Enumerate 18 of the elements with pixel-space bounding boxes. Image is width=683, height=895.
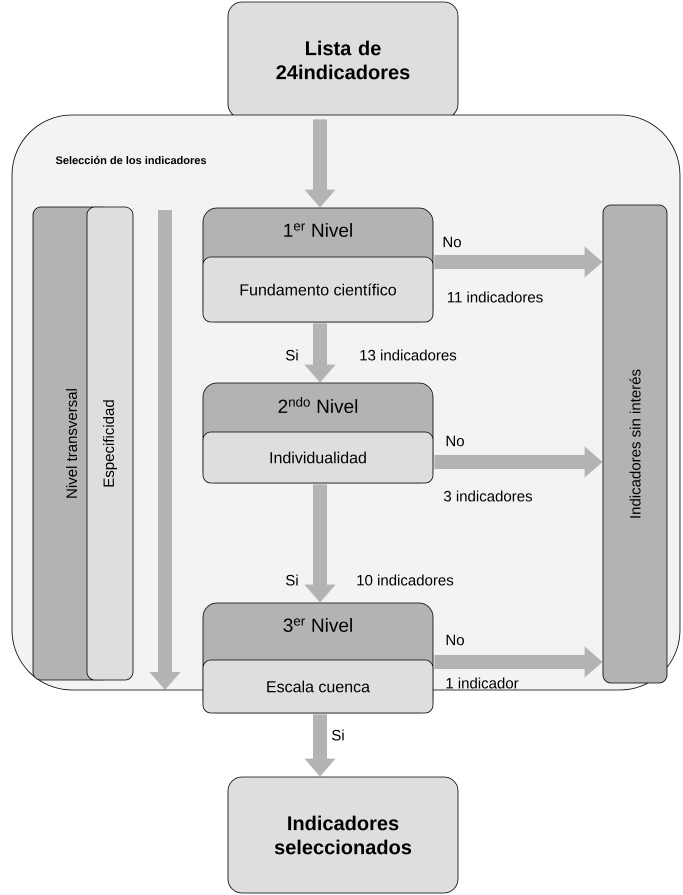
terminal-box: Indicadores seleccionados — [228, 776, 458, 894]
edge-label: No — [446, 634, 464, 646]
edge-label: Si — [286, 350, 298, 360]
vertical-bar: Indicadores sin interés — [602, 204, 668, 684]
edge-label: Si — [286, 574, 298, 586]
count-label: 11 indicadores — [448, 292, 543, 303]
edge-label: No — [446, 436, 464, 446]
count-label: 3 indicadores — [444, 490, 532, 502]
vertical-bar: Especificidad — [86, 206, 134, 680]
terminal-box: Lista de 24indicadores — [228, 2, 458, 118]
count-label: 1 indicador — [446, 678, 518, 688]
count-label: 13 indicadores — [360, 350, 456, 360]
criterion-box: Individualidad — [202, 432, 434, 484]
criterion-box: Fundamento científico — [202, 256, 434, 322]
criterion-box: Escala cuenca — [202, 660, 434, 714]
edge-label: Si — [332, 730, 344, 740]
edge-label: No — [444, 236, 461, 248]
count-label: 10 indicadores — [357, 574, 454, 586]
